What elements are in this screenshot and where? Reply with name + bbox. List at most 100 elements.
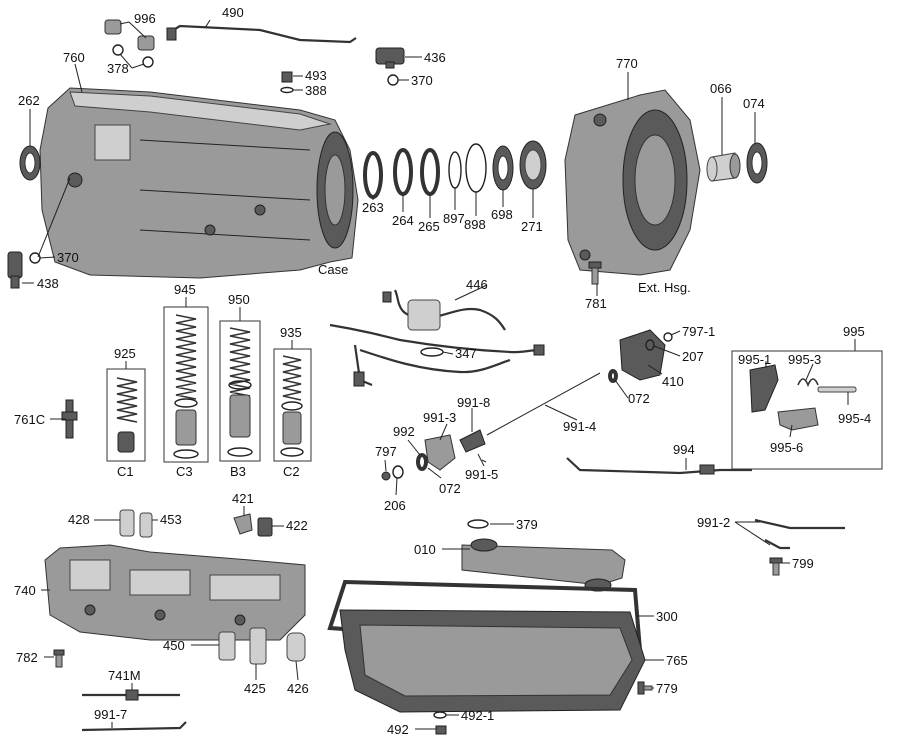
part-781-bolt	[588, 261, 602, 285]
part-264-ring	[393, 148, 413, 196]
label-426: 426	[287, 681, 309, 696]
label-379: 379	[516, 517, 538, 532]
label-991-7: 991-7	[94, 707, 127, 722]
part-426-solenoid	[286, 632, 306, 662]
label-300: 300	[656, 609, 678, 624]
part-425-solenoid	[249, 627, 267, 665]
part-797-nut	[381, 471, 391, 481]
part-074-seal	[746, 142, 768, 184]
part-991-4-manual-shaft	[486, 372, 601, 436]
part-741m-block	[125, 689, 139, 701]
label-992: 992	[393, 424, 415, 439]
part-265-ring	[420, 148, 440, 196]
label-428: 428	[68, 512, 90, 527]
part-436-sensor	[375, 47, 405, 69]
label-370-bottom: 370	[57, 250, 79, 265]
label-438: 438	[37, 276, 59, 291]
part-263-ring	[363, 151, 383, 199]
label-264: 264	[392, 213, 414, 228]
part-995-kit	[731, 350, 883, 470]
part-072-seal-upper	[608, 369, 618, 383]
label-779: 779	[656, 681, 678, 696]
label-898: 898	[464, 217, 486, 232]
label-761c: 761C	[14, 412, 45, 427]
label-799: 799	[792, 556, 814, 571]
label-897: 897	[443, 211, 465, 226]
label-370-top: 370	[411, 73, 433, 88]
label-347: 347	[455, 346, 477, 361]
label-991-3: 991-3	[423, 410, 456, 425]
part-347-oring	[420, 347, 444, 357]
part-490-fitting	[166, 27, 177, 41]
label-950: 950	[228, 292, 250, 307]
part-379-oring	[467, 519, 489, 529]
accumulator-c1	[106, 368, 146, 462]
accumulator-b3	[219, 320, 261, 462]
part-271-bearing	[519, 140, 547, 190]
part-994-rod	[566, 457, 752, 475]
label-995-6: 995-6	[770, 440, 803, 455]
part-797-1-nut	[663, 332, 673, 342]
part-262-seal	[19, 145, 41, 181]
part-799-bolt	[769, 557, 783, 576]
part-428-solenoid	[119, 509, 135, 537]
part-206-washer	[392, 465, 404, 479]
label-c3: C3	[176, 464, 193, 479]
part-453-solenoid	[139, 512, 153, 538]
part-493-plug	[281, 71, 293, 83]
leader-lines	[22, 19, 856, 730]
label-490: 490	[222, 5, 244, 20]
label-c1: C1	[117, 464, 134, 479]
part-991-7-rod	[81, 721, 187, 732]
label-492: 492	[387, 722, 409, 737]
part-991-5-pin	[477, 453, 485, 467]
part-010-filter	[461, 538, 626, 592]
label-ext-hsg: Ext. Hsg.	[638, 280, 691, 295]
label-945: 945	[174, 282, 196, 297]
label-781: 781	[585, 296, 607, 311]
part-996-plugs	[104, 19, 155, 68]
label-421: 421	[232, 491, 254, 506]
label-995-4: 995-4	[838, 411, 871, 426]
label-446: 446	[466, 277, 488, 292]
part-421-bracket	[233, 513, 253, 535]
part-438-sensor	[7, 251, 23, 289]
label-492-1: 492-1	[461, 708, 494, 723]
part-765-oil-pan	[339, 609, 646, 713]
label-797-1: 797-1	[682, 324, 715, 339]
label-935: 935	[280, 325, 302, 340]
label-991-4: 991-4	[563, 419, 596, 434]
label-425: 425	[244, 681, 266, 696]
label-995-1: 995-1	[738, 352, 771, 367]
label-422: 422	[286, 518, 308, 533]
label-995: 995	[843, 324, 865, 339]
label-b3: B3	[230, 464, 246, 479]
label-991-2: 991-2	[697, 515, 730, 530]
part-740-valve-body	[44, 544, 306, 641]
label-698: 698	[491, 207, 513, 222]
accumulator-c2	[273, 348, 312, 462]
label-case: Case	[318, 262, 348, 277]
label-265: 265	[418, 219, 440, 234]
part-782-bolt	[53, 649, 65, 668]
label-991-8: 991-8	[457, 395, 490, 410]
part-991-8-detent	[459, 429, 486, 453]
label-765: 765	[666, 653, 688, 668]
part-450-solenoid	[218, 631, 236, 661]
part-698-bearing	[492, 145, 514, 191]
label-410: 410	[662, 374, 684, 389]
label-066: 066	[710, 81, 732, 96]
part-066-bushing	[706, 152, 741, 182]
label-994: 994	[673, 442, 695, 457]
part-388-oring	[280, 86, 294, 94]
label-760: 760	[63, 50, 85, 65]
transmission-case	[39, 87, 359, 279]
accumulator-c3	[163, 306, 209, 463]
label-263: 263	[362, 200, 384, 215]
part-991-3-detent-plate	[424, 434, 456, 471]
part-490-tube	[169, 24, 357, 44]
part-991-2-spring	[754, 518, 845, 550]
part-492-plug	[435, 725, 447, 735]
part-898-snapring	[465, 143, 487, 193]
